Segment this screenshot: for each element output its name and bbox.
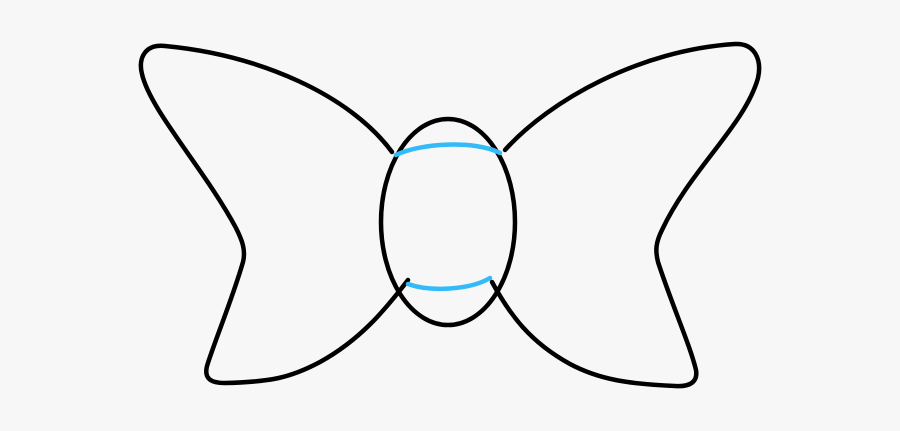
bow-center-knot (378, 116, 518, 328)
right-bow-wing (489, 41, 762, 389)
left-bow-wing (138, 43, 411, 386)
knot-top-highlight (393, 142, 503, 158)
knot-bottom-highlight (405, 275, 493, 292)
